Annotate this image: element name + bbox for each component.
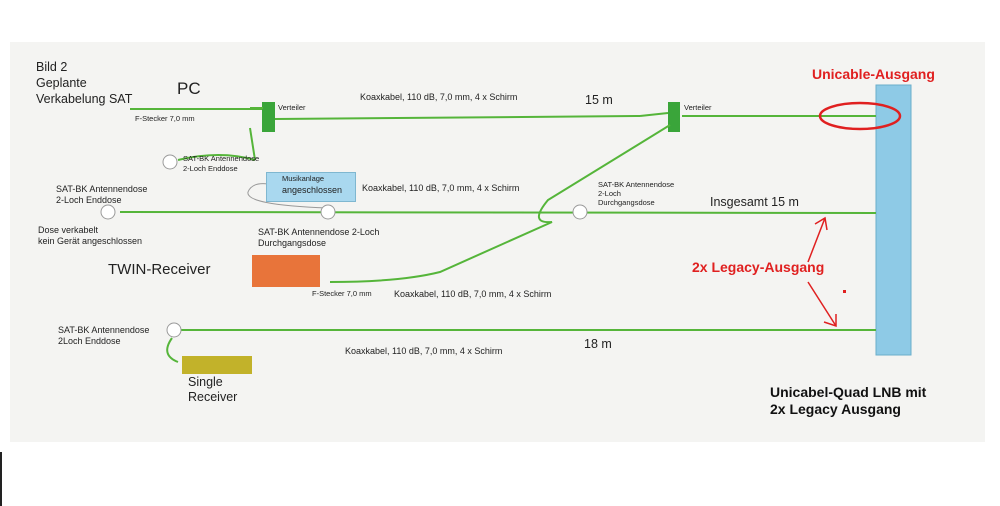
edge-mark — [0, 452, 2, 506]
twin-receiver-label: TWIN-Receiver — [108, 261, 211, 278]
verteiler-link — [639, 112, 669, 117]
title-line-2: Geplante — [36, 76, 87, 90]
pc-dose-cable — [249, 127, 256, 161]
musik-connector — [247, 183, 329, 209]
dose-middle — [320, 204, 336, 220]
legacy-arrow-down — [807, 281, 837, 327]
musik-box — [266, 172, 356, 202]
twin-cable — [329, 124, 671, 283]
f-stecker-top: F-Stecker 7,0 mm — [135, 114, 195, 123]
verteiler-right-label: Verteiler — [684, 103, 712, 112]
cable-label-twin: Koaxkabel, 110 dB, 7,0 mm, 4 x Schirm — [394, 289, 552, 299]
dose-right — [572, 204, 588, 220]
cable-label-bottom: Koaxkabel, 110 dB, 7,0 mm, 4 x Schirm — [345, 346, 503, 356]
dose-left — [100, 204, 116, 220]
verteiler-left-label: Verteiler — [278, 103, 306, 112]
verteiler-left-block — [262, 102, 275, 132]
f-stecker-bottom: F-Stecker 7,0 mm — [312, 289, 372, 298]
legacy-output-label: 2x Legacy-Ausgang — [692, 259, 825, 275]
sat-bk-right-line-2: 2-Loch — [598, 189, 621, 198]
dose-bottom — [166, 322, 182, 338]
sat-bk-middle-line-1: SAT-BK Antennendose 2-Loch — [258, 227, 380, 237]
dose-note-line-1: Dose verkabelt — [38, 225, 99, 235]
cable-label-middle: Koaxkabel, 110 dB, 7,0 mm, 4 x Schirm — [362, 183, 520, 193]
sat-bk-right-line-1: SAT-BK Antennendose — [598, 180, 675, 189]
length-bottom: 18 m — [584, 337, 612, 351]
single-receiver-line-2: Receiver — [188, 390, 238, 404]
musik-line-2: angeschlossen — [282, 185, 343, 195]
legacy-arrow-up — [807, 217, 826, 263]
dose-note-line-2: kein Gerät angeschlossen — [38, 236, 143, 246]
sat-bk-middle-line-2: Durchgangsdose — [258, 238, 327, 248]
pc-label: PC — [177, 79, 201, 98]
single-receiver-cable — [166, 337, 179, 363]
musik-line-1: Musikanlage — [282, 174, 325, 183]
sat-bk-bottom-line-1: SAT-BK Antennendose — [58, 325, 150, 335]
lnb-caption-line-1: Unicabel-Quad LNB mit — [770, 384, 927, 400]
red-dot — [843, 290, 846, 293]
middle-cable — [119, 211, 877, 214]
length-top: 15 m — [585, 93, 613, 107]
sat-bk-left-line-1: SAT-BK Antennendose — [56, 184, 148, 194]
lnb-unit — [875, 84, 912, 356]
sat-bk-bottom-line-2: 2Loch Enddose — [58, 336, 121, 346]
unicable-highlight — [818, 101, 902, 131]
sat-bk-left-line-2: 2-Loch Enddose — [56, 195, 122, 205]
title-line-3: Verkabelung SAT — [36, 92, 133, 106]
dose-pc — [162, 154, 178, 170]
verteiler-right-block — [668, 102, 680, 132]
single-receiver-box — [182, 356, 252, 374]
sat-bk-pc-line-2: 2-Loch Enddose — [183, 164, 238, 173]
length-middle: Insgesamt 15 m — [710, 195, 799, 209]
title-line-1: Bild 2 — [36, 60, 68, 74]
twin-receiver-box — [252, 255, 320, 287]
unicable-output-label: Unicable-Ausgang — [812, 66, 935, 82]
top-cable — [274, 115, 641, 120]
lnb-caption-line-2: 2x Legacy Ausgang — [770, 401, 901, 417]
single-receiver-line-1: Single — [188, 375, 223, 389]
cable-label-top: Koaxkabel, 110 dB, 7,0 mm, 4 x Schirm — [360, 92, 518, 102]
sat-bk-right-line-3: Durchgangsdose — [598, 198, 655, 207]
sat-bk-pc-line-1: SAT-BK Antennendose — [183, 154, 260, 163]
